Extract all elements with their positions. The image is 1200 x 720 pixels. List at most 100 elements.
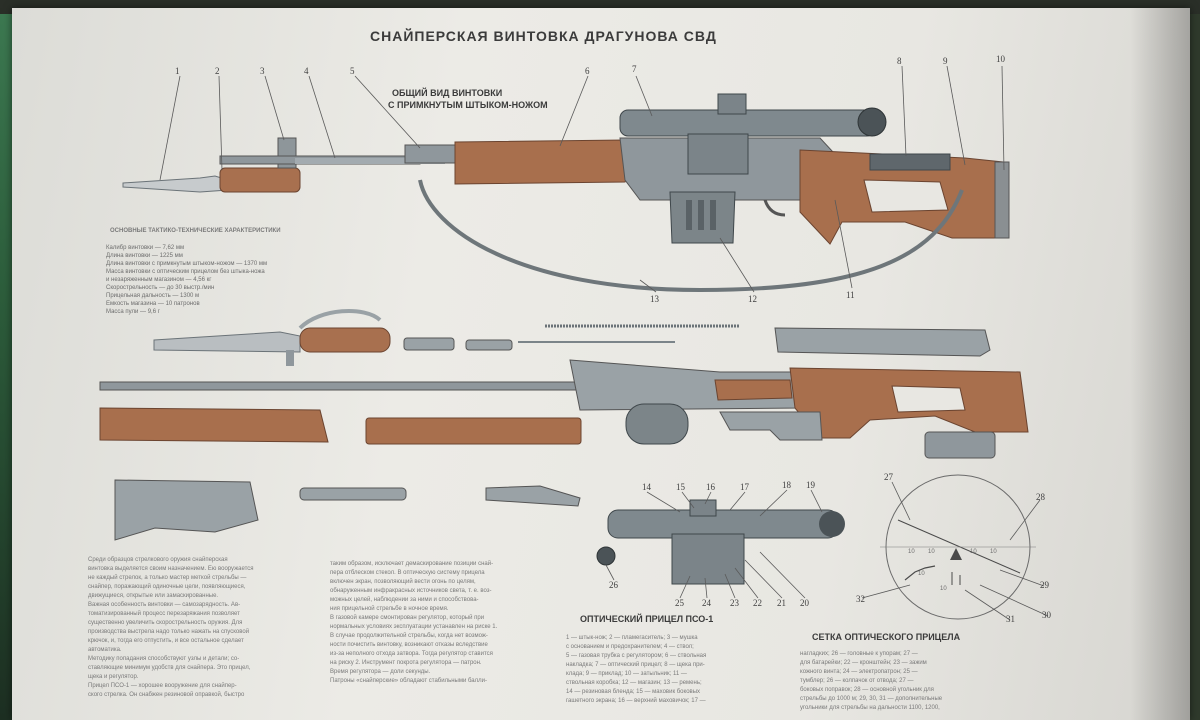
- text-line: из-за неполного отхода затвора. Тогда ре…: [330, 651, 493, 657]
- text-line: Время регулятора — доли секунды.: [330, 669, 431, 675]
- reticle-mark: 10: [918, 571, 925, 577]
- callout-5: 5: [350, 66, 355, 76]
- callout-10: 10: [996, 54, 1005, 64]
- text-line: стрельбы до 1000 м; 29, 30, 31 — дополни…: [800, 696, 943, 702]
- callout-12: 12: [748, 294, 757, 304]
- callout-3: 3: [260, 66, 265, 76]
- callout-2: 2: [215, 66, 220, 76]
- callout-21: 21: [777, 598, 786, 608]
- text-line: накладка; 7 — оптический прицел; 8 — щек…: [566, 662, 705, 668]
- text-line: боковых поправок; 28 — основной угольник…: [800, 687, 934, 693]
- text-line: клада; 9 — приклад; 10 — затыльник; 11 —: [566, 671, 687, 677]
- general-view-label-line1: ОБЩИЙ ВИД ВИНТОВКИ: [392, 88, 503, 98]
- poster-title: СНАЙПЕРСКАЯ ВИНТОВКА ДРАГУНОВА СВД: [370, 28, 717, 44]
- text-line: крючок, и, тогда его отпустить, и все ос…: [88, 638, 244, 644]
- text-line: 1 — штык-нож; 2 — пламегаситель; 3 — муш…: [566, 635, 698, 641]
- spec-line: Масса винтовки с оптическим прицелом без…: [106, 269, 265, 275]
- spec-line: Длина винтовки — 1225 мм: [106, 253, 183, 259]
- text-line: гашетного экрана; 16 — верхний маховичок…: [566, 698, 706, 704]
- disassembled-parts: [99, 309, 1029, 541]
- callout-6: 6: [585, 66, 590, 76]
- callout-18: 18: [782, 480, 791, 490]
- callout-27: 27: [884, 472, 893, 482]
- general-view-label-line2: С ПРИМКНУТЫМ ШТЫКОМ-НОЖОМ: [388, 100, 548, 110]
- callout-22: 22: [753, 598, 762, 608]
- text-line: щека и регулятор.: [88, 674, 139, 680]
- text-line: движущиеся, открытые или замаскированные…: [88, 593, 219, 599]
- text-line: ского стрелка. Он снабжен резиновой опра…: [88, 692, 245, 698]
- callout-16: 16: [706, 482, 715, 492]
- callout-26: 26: [609, 580, 618, 590]
- text-line: 14 — резиновая бленда; 15 — маховик боко…: [566, 689, 701, 695]
- callout-23: 23: [730, 598, 739, 608]
- text-line: таким образом, исключает демаскирование …: [330, 561, 494, 567]
- pso1-scope-drawing: [596, 489, 845, 599]
- text-line: Патроны «снайперские» обладают стабильны…: [330, 678, 487, 684]
- text-line: угольники для стрельбы на дальности 1100…: [800, 705, 940, 711]
- reticle-mark: 10: [940, 586, 947, 592]
- text-line: обнаруженным инфракрасных источников све…: [330, 588, 492, 594]
- text-line: томатизированный процесс перезаряжания п…: [88, 611, 240, 617]
- text-line: Важная особенность винтовки — самозарядн…: [88, 602, 241, 608]
- spec-line: Прицельная дальность — 1300 м: [106, 293, 200, 299]
- text-line: пера отблеском стекол. В оптическую сист…: [330, 570, 485, 576]
- specs-list: Калибр винтовки — 7,62 мм Длина винтовки…: [106, 244, 267, 316]
- text-line: ставляющие минимум удобств для снайпера.…: [88, 665, 251, 671]
- reticle-mark: 10: [990, 549, 997, 555]
- text-line: ности почистить винтовку, возникают отка…: [330, 642, 488, 648]
- callout-11: 11: [846, 290, 855, 300]
- text-line: ния прицельной стрельбе в ночное время.: [330, 606, 449, 612]
- text-line: В газовой камере смонтирован регулятор, …: [330, 615, 485, 621]
- callout-19: 19: [806, 480, 815, 490]
- reticle-drawing: [861, 474, 1049, 621]
- callout-8: 8: [897, 56, 902, 66]
- callout-7: 7: [632, 64, 637, 74]
- callout-14: 14: [642, 482, 651, 492]
- callout-31: 31: [1006, 614, 1015, 624]
- text-line: нагладких; 26 — головные к упорам; 27 —: [800, 651, 918, 657]
- specs-heading: ОСНОВНЫЕ ТАКТИКО-ТЕХНИЧЕСКИЕ ХАРАКТЕРИСТ…: [110, 228, 281, 234]
- callout-13: 13: [650, 294, 659, 304]
- spec-line: и незаряженным магазином — 4,56 кг: [106, 277, 212, 283]
- callout-32: 32: [856, 594, 865, 604]
- text-line: включен экран, позволяющий вести огонь п…: [330, 579, 476, 585]
- callout-20: 20: [800, 598, 809, 608]
- callout-17: 17: [740, 482, 749, 492]
- callout-24: 24: [702, 598, 711, 608]
- reticle-mark: 10: [908, 549, 915, 555]
- paper-shadow: [1130, 8, 1190, 720]
- text-line: с основанием и предохранителем; 4 — ство…: [566, 644, 694, 650]
- callout-29: 29: [1040, 580, 1049, 590]
- text-column-legend: 1 — штык-нож; 2 — пламегаситель; 3 — муш…: [566, 634, 776, 706]
- text-line: снайпер, поражающий одиночные цели, появ…: [88, 584, 246, 590]
- callout-25: 25: [675, 598, 684, 608]
- spec-line: Длина винтовки с примкнутым штыком-ножом…: [106, 261, 268, 267]
- text-line: кожного винта; 24 — электропатрон; 25 —: [800, 669, 918, 675]
- text-line: можных целей, наблюдении за ними и спосо…: [330, 597, 479, 603]
- reticle-caption: СЕТКА ОПТИЧЕСКОГО ПРИЦЕЛА: [812, 632, 961, 642]
- callout-30: 30: [1042, 610, 1051, 620]
- text-column-reticle: нагладких; 26 — головные к упорам; 27 — …: [800, 650, 1010, 713]
- callout-9: 9: [943, 56, 948, 66]
- spec-line: Скорострельность — до 30 выстр./мин: [106, 285, 215, 291]
- spec-line: Калибр винтовки — 7,62 мм: [106, 245, 185, 251]
- text-line: В случае продолжительной стрельбы, когда…: [330, 633, 488, 639]
- callout-15: 15: [676, 482, 685, 492]
- text-line: для батарейки; 22 — кронштейн; 23 — зажи…: [800, 660, 927, 666]
- text-line: Среди образцов стрелкового оружия снайпе…: [88, 557, 228, 563]
- reticle-mark: 10: [928, 549, 935, 555]
- text-line: Прицел ПСО-1 — хорошее вооружение для сн…: [88, 683, 237, 689]
- assembled-rifle: [122, 93, 1010, 293]
- text-column-middle: таким образом, исключает демаскирование …: [330, 560, 560, 686]
- text-line: существенно увеличить скорострельность о…: [88, 620, 243, 626]
- text-line: тумблер; 26 — колпачок от отвода; 27 —: [800, 678, 914, 684]
- callout-4: 4: [304, 66, 309, 76]
- spec-line: Емкость магазина — 10 патронов: [106, 301, 200, 307]
- optic-caption: ОПТИЧЕСКИЙ ПРИЦЕЛ ПСО-1: [580, 614, 714, 624]
- text-line: нормальных условиях эксплуатации устанав…: [330, 624, 498, 630]
- callout-1: 1: [175, 66, 180, 76]
- text-line: ствольная коробка; 12 — магазин; 13 — ре…: [566, 680, 702, 686]
- text-line: на риску 2. Инструмент покрота регулятор…: [330, 660, 482, 666]
- text-line: 5 — газовая трубка с регулятором; 6 — ст…: [566, 653, 707, 659]
